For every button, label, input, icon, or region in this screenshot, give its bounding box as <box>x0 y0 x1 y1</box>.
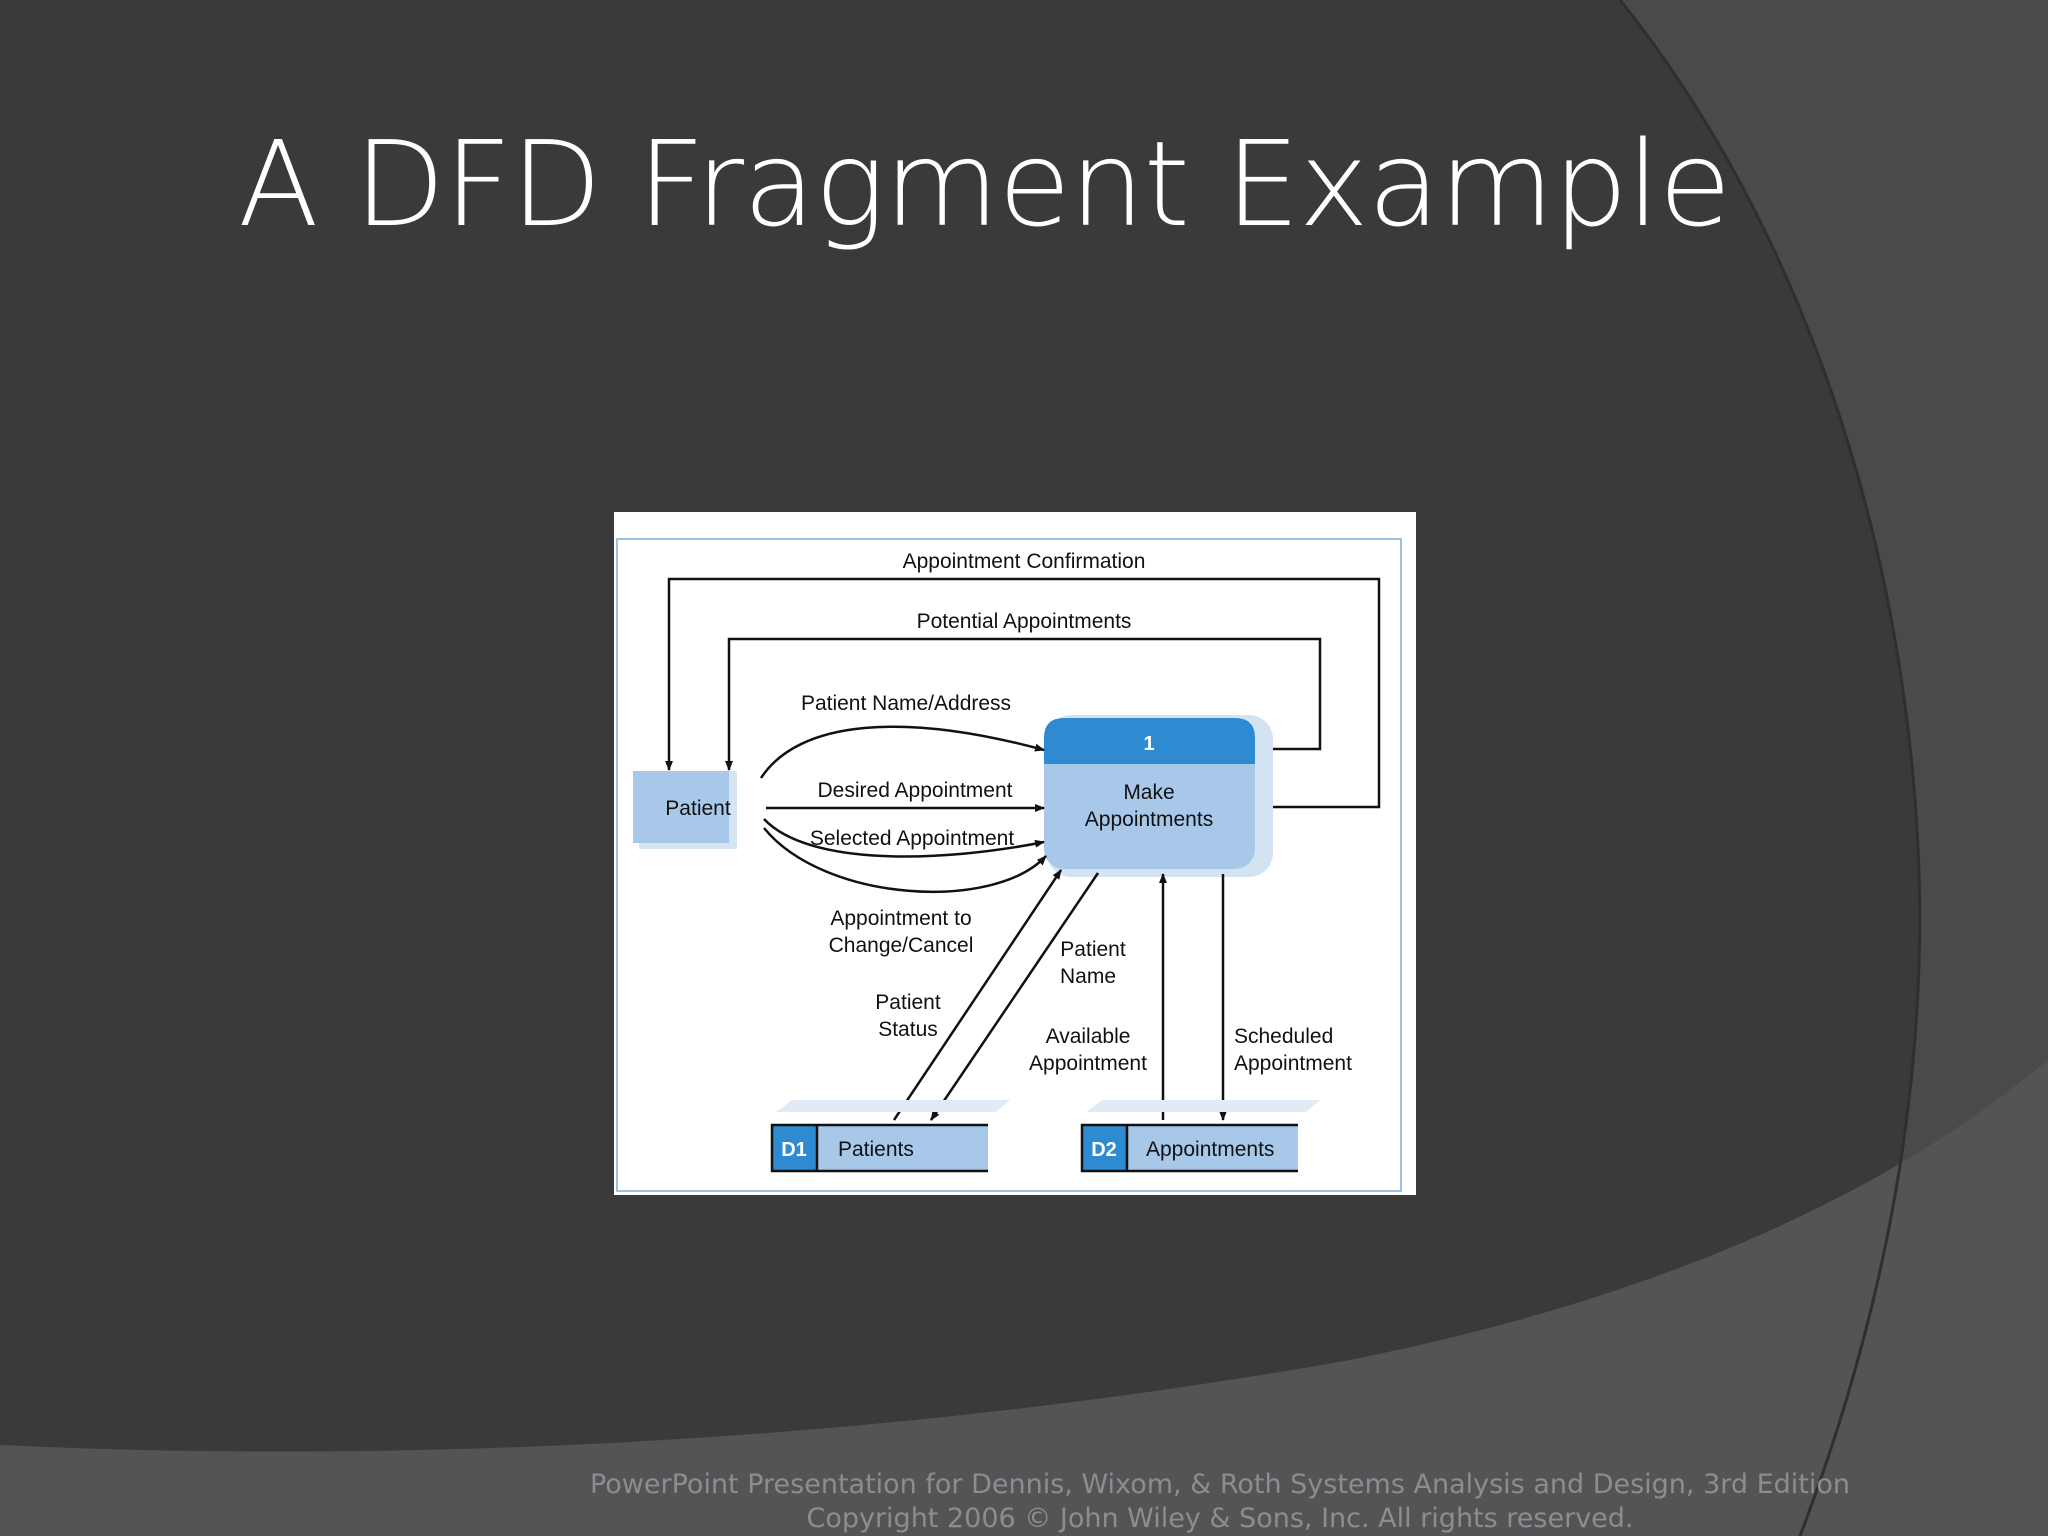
flow-label-patient-name-address: Patient Name/Address <box>801 692 1011 715</box>
flow-label-appointment-to-change-l1: Appointment to <box>830 907 971 930</box>
flow-patient-status <box>892 869 1063 1121</box>
flow-label-available-appointment-l1: Available <box>1046 1025 1131 1048</box>
slide-title: A DFD Fragment Example <box>238 115 1731 253</box>
figure-border <box>616 538 1402 1192</box>
flow-label-available-appointment-l2: Appointment <box>1029 1052 1147 1075</box>
store-d2-shadow <box>1086 1100 1320 1112</box>
accent-arc-edge <box>1618 0 1922 1536</box>
flow-label-patient-name-l1: Patient <box>1060 938 1126 961</box>
flow-label-patient-status-l1: Patient <box>875 991 941 1014</box>
accent-wave-bottom <box>0 1060 2048 1536</box>
footer-credit: PowerPoint Presentation for Dennis, Wixo… <box>589 1469 1851 1500</box>
flow-label-scheduled-appointment-l1: Scheduled <box>1234 1025 1333 1048</box>
flow-appointment-to-change <box>763 827 1047 894</box>
process-name-line2: Appointments <box>1085 808 1213 831</box>
store-d1-shadow <box>776 1100 1010 1112</box>
flow-label-appointment-confirmation: Appointment Confirmation <box>903 550 1146 573</box>
flow-label-potential-appointments: Potential Appointments <box>917 610 1132 633</box>
entity-label-patient: Patient <box>665 797 731 820</box>
process-id: 1 <box>1143 733 1154 755</box>
flow-label-selected-appointment: Selected Appointment <box>810 827 1014 850</box>
flow-selected-appointment <box>763 818 1045 858</box>
store-d2-name: Appointments <box>1146 1138 1274 1161</box>
flow-patient-name <box>929 872 1100 1121</box>
flow-label-desired-appointment: Desired Appointment <box>818 779 1013 802</box>
footer-copyright: Copyright 2006 © John Wiley & Sons, Inc.… <box>806 1503 1634 1534</box>
flow-appointment-confirmation <box>665 577 1381 809</box>
store-d1-outline <box>770 1123 988 1173</box>
flow-label-scheduled-appointment-l2: Appointment <box>1234 1052 1352 1075</box>
flow-label-patient-status-l2: Status <box>878 1018 938 1041</box>
store-d1-name: Patients <box>838 1138 914 1161</box>
dfd-figure: Appointment Confirmation Potential Appoi… <box>614 512 1416 1195</box>
store-d1-id-box <box>772 1125 817 1171</box>
flow-label-appointment-to-change-l2: Change/Cancel <box>829 934 974 957</box>
flow-potential-appointments <box>725 637 1322 771</box>
data-store-d2: D2 Appointments <box>1080 1100 1320 1173</box>
dfd-diagram: Appointment Confirmation Potential Appoi… <box>616 538 1402 1192</box>
flow-patient-name-address <box>759 725 1045 779</box>
store-d2-id: D2 <box>1091 1139 1117 1161</box>
data-store-d1: D1 Patients <box>770 1100 1010 1173</box>
flow-label-patient-name-l2: Name <box>1060 965 1116 988</box>
store-d1-id: D1 <box>781 1139 807 1161</box>
external-entity-patient <box>633 771 729 843</box>
process-header <box>1044 718 1255 764</box>
store-d2-id-box <box>1082 1125 1127 1171</box>
process-name-line1: Make <box>1123 781 1174 804</box>
store-d2-outline <box>1080 1123 1298 1173</box>
